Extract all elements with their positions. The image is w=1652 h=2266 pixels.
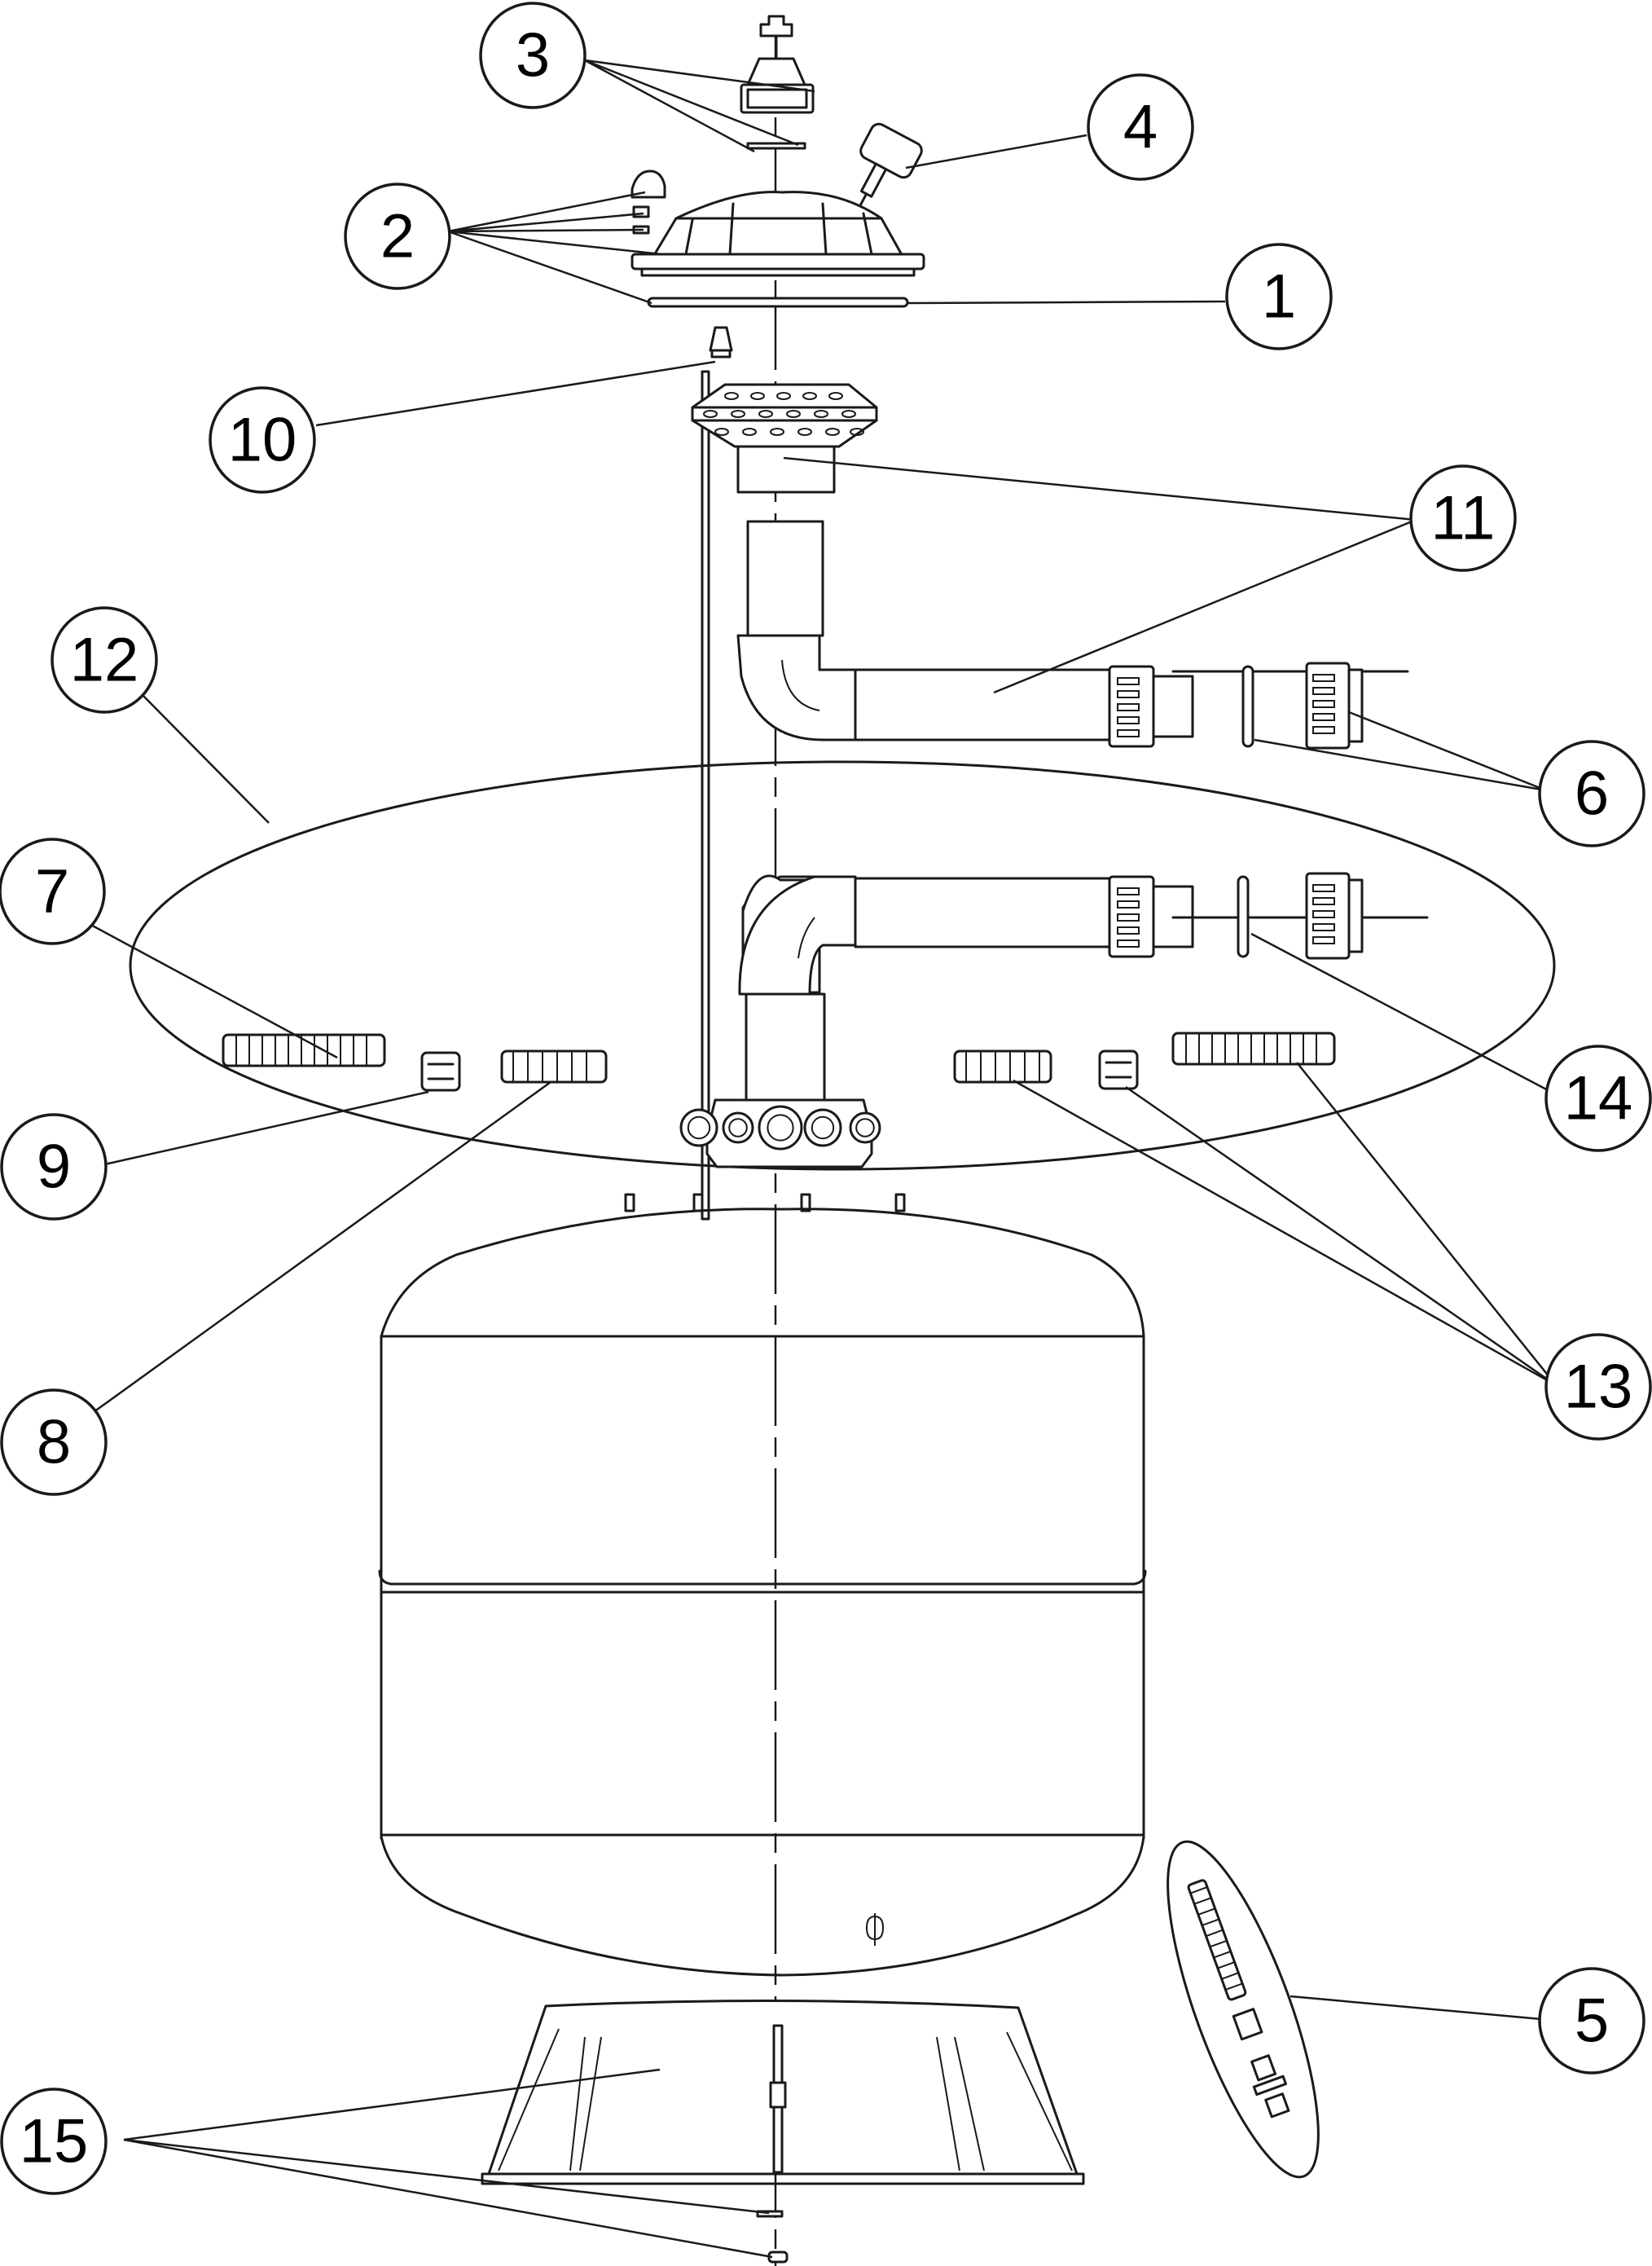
part-9-lateral-coupling	[420, 1051, 461, 1092]
part-8-short-lateral	[500, 1049, 608, 1084]
callout-6-label: 6	[1575, 759, 1609, 829]
part-11-diffuser-pipe	[691, 383, 1111, 741]
callout-15: 15	[0, 2088, 108, 2195]
callout-13-label: 13	[1564, 1353, 1633, 1422]
part-7-long-lateral	[222, 1033, 386, 1067]
tank-body	[378, 1193, 1147, 1977]
leader-lines	[86, 59, 1560, 2259]
callout-14-label: 14	[1564, 1064, 1633, 1133]
part-15-base	[481, 1999, 1085, 2264]
callout-5: 5	[1538, 1967, 1645, 2075]
callout-5-label: 5	[1575, 1987, 1609, 2056]
callout-4-label: 4	[1123, 93, 1158, 162]
callout-7: 7	[0, 838, 106, 945]
callout-3: 3	[479, 2, 587, 109]
callout-9: 9	[0, 1113, 108, 1221]
callout-12: 12	[51, 606, 158, 714]
part-13-right-laterals	[953, 1032, 1336, 1090]
air-tube	[701, 370, 710, 1221]
callout-1-label: 1	[1262, 262, 1296, 332]
callout-7-label: 7	[35, 857, 69, 926]
callout-2: 2	[344, 183, 451, 290]
callout-2-label: 2	[380, 202, 415, 271]
part-14-lower-union	[1108, 872, 1429, 960]
callout-10-label: 10	[228, 406, 297, 475]
callout-9-label: 9	[37, 1133, 71, 1202]
callout-3-label: 3	[516, 21, 550, 90]
callout-8-label: 8	[37, 1408, 71, 1477]
callout-4: 4	[1087, 73, 1194, 181]
part-3-cap-assembly	[740, 15, 815, 150]
part-12-lateral-assembly	[129, 760, 1556, 1171]
part-6-upper-union	[1108, 662, 1409, 750]
part-4-pressure-gauge	[854, 122, 923, 217]
callout-1: 1	[1225, 243, 1333, 350]
callout-15-label: 15	[20, 2107, 89, 2176]
callout-6: 6	[1538, 740, 1645, 847]
callout-13: 13	[1544, 1333, 1652, 1441]
callout-11: 11	[1409, 464, 1517, 572]
part-5-lateral-detail	[1167, 1840, 1320, 2179]
part-10-air-relief	[709, 326, 733, 359]
callout-10: 10	[209, 386, 316, 494]
callout-14: 14	[1544, 1045, 1652, 1152]
callout-8: 8	[0, 1388, 108, 1496]
part-1-o-ring	[647, 297, 909, 308]
part-2-lid	[630, 169, 925, 277]
callout-12-label: 12	[70, 626, 139, 695]
callout-11-label: 11	[1431, 484, 1496, 553]
